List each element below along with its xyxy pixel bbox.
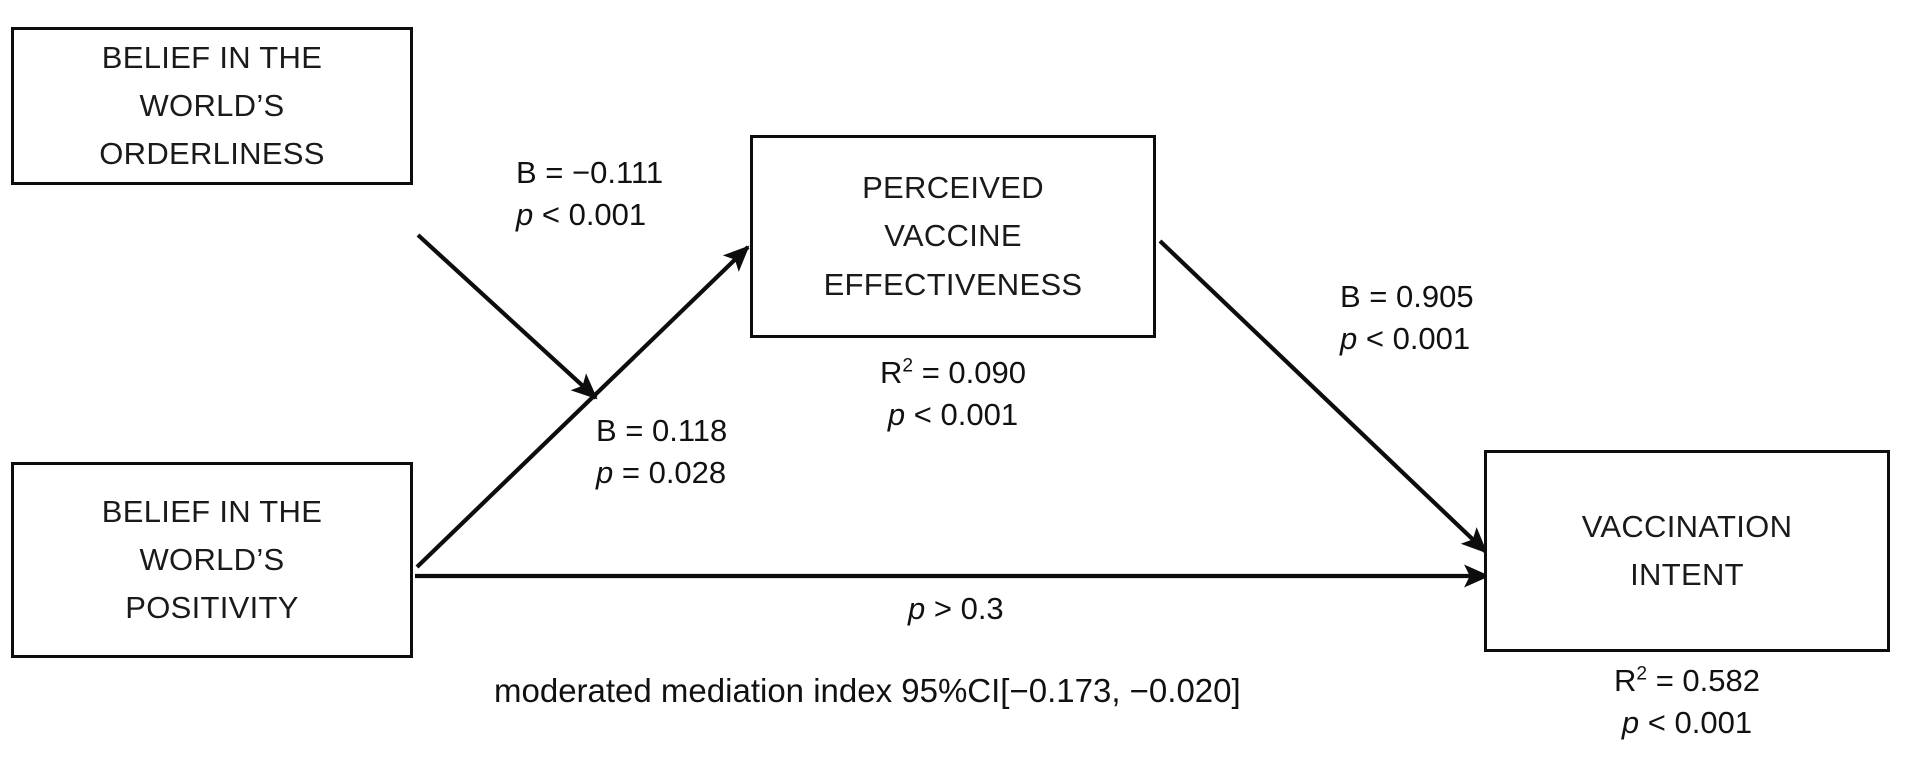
node-line: BELIEF IN THE [101,39,323,75]
node-line: WORLD’S [139,541,285,577]
node-line: VACCINE [884,218,1022,254]
node-line: VACCINATION [1581,508,1793,544]
p-symbol: p [908,591,926,626]
p-value: < 0.001 [533,196,647,232]
edge-label-positivity-to-effectiveness: B = 0.118 p = 0.028 [596,410,727,493]
r-symbol: R [1614,663,1637,698]
p-value: < 0.001 [1357,320,1471,356]
model-fit-effectiveness: R2 = 0.090 p < 0.001 [750,352,1156,435]
p-value: < 0.001 [905,396,1019,432]
p-symbol: p [1621,704,1640,740]
p-symbol: p [1340,320,1358,356]
r-exponent: 2 [1636,663,1648,685]
node-line: INTENT [1630,557,1744,592]
p-value: > 0.3 [925,591,1004,626]
p-symbol: p [516,196,534,232]
edge-coefficient: B = 0.118 [596,413,728,448]
p-value: = 0.028 [613,454,727,490]
edge-coefficient: B = −0.111 [516,155,664,190]
node-vaccination-intent[interactable]: VACCINATION INTENT [1484,450,1890,652]
model-fit-intent: R2 = 0.582 p < 0.001 [1484,660,1890,743]
r-squared-value: R2 = 0.582 [1484,660,1890,702]
r-symbol: R [880,355,903,390]
node-line: POSITIVITY [125,590,299,626]
r-squared-value: R2 = 0.090 [750,352,1156,394]
p-value: < 0.001 [1639,704,1753,740]
edge-coefficient: B = 0.905 [1340,279,1474,314]
p-symbol: p [596,454,614,490]
model-significance: p < 0.001 [1484,702,1890,744]
r-value: = 0.582 [1647,663,1760,698]
node-line: BELIEF IN THE [101,493,323,529]
node-belief-world-positivity[interactable]: BELIEF IN THE WORLD’S POSITIVITY [11,462,413,658]
edge-label-effectiveness-to-intent: B = 0.905 p < 0.001 [1340,276,1474,359]
edge-significance: p = 0.028 [596,452,727,494]
edge-significance: p < 0.001 [516,194,663,236]
arrow-positivity-to-effectiveness [415,245,750,569]
r-exponent: 2 [902,355,914,377]
edge-label-positivity-to-intent: p > 0.3 [908,588,1004,630]
moderated-mediation-index-note: moderated mediation index 95%CI[−0.173, … [494,672,1241,709]
node-line: ORDERLINESS [99,136,325,172]
node-line: PERCEIVED [862,170,1044,206]
node-belief-world-orderliness[interactable]: BELIEF IN THE WORLD’S ORDERLINESS [11,27,413,185]
edge-label-orderliness-to-effectiveness: B = −0.111 p < 0.001 [516,152,663,235]
p-symbol: p [887,396,906,432]
edge-significance: p > 0.3 [908,588,1004,630]
model-significance: p < 0.001 [750,394,1156,436]
edge-significance: p < 0.001 [1340,318,1474,360]
node-perceived-vaccine-effectiveness[interactable]: PERCEIVED VACCINE EFFECTIVENESS [750,135,1156,338]
r-value: = 0.090 [913,355,1026,390]
arrow-orderliness-to-effectiveness [416,233,598,400]
node-line: EFFECTIVENESS [823,266,1083,302]
node-line: WORLD’S [139,87,285,123]
